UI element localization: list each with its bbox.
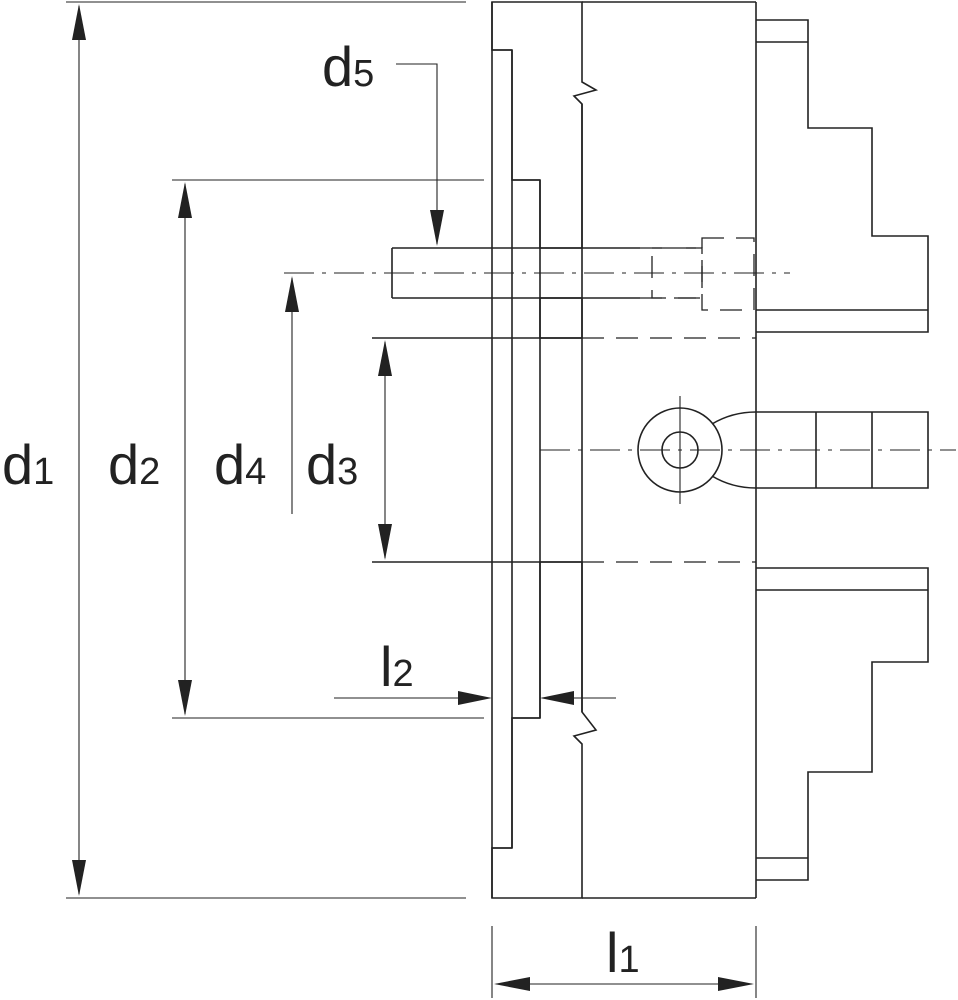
lower-jaw xyxy=(756,567,929,881)
label-l2-main: l xyxy=(380,635,392,698)
label-l2-sub: 2 xyxy=(392,653,413,695)
bore-lines xyxy=(372,337,756,563)
label-d5-sub: 5 xyxy=(353,53,374,95)
dimension-d5 xyxy=(396,63,444,246)
dimension-d1 xyxy=(66,1,466,899)
dimension-d4 xyxy=(285,276,299,514)
label-d4-sub: 4 xyxy=(245,451,266,493)
dimension-d3 xyxy=(378,340,392,560)
label-d4-main: d xyxy=(214,433,245,496)
label-l2: l2 xyxy=(380,635,414,698)
side-jaw xyxy=(540,396,956,504)
label-d1-sub: 1 xyxy=(33,451,54,493)
label-d3-sub: 3 xyxy=(337,451,358,493)
label-d1: d1 xyxy=(2,433,54,496)
label-d5: d5 xyxy=(322,35,374,98)
label-d3-main: d xyxy=(306,433,337,496)
label-d3: d3 xyxy=(306,433,358,496)
label-d5-main: d xyxy=(322,35,353,98)
label-d2: d2 xyxy=(108,433,160,496)
label-d4: d4 xyxy=(214,433,266,496)
dimension-l1 xyxy=(491,926,757,998)
label-d2-main: d xyxy=(108,433,139,496)
dimension-l2 xyxy=(334,691,616,705)
label-d1-main: d xyxy=(2,433,33,496)
label-l1-main: l xyxy=(606,921,618,984)
mounting-bolt xyxy=(284,237,790,311)
label-d2-sub: 2 xyxy=(139,451,160,493)
upper-jaw xyxy=(756,19,929,333)
dimension-d2 xyxy=(172,179,484,719)
label-l1-sub: 1 xyxy=(618,939,639,981)
label-l1: l1 xyxy=(606,921,640,984)
